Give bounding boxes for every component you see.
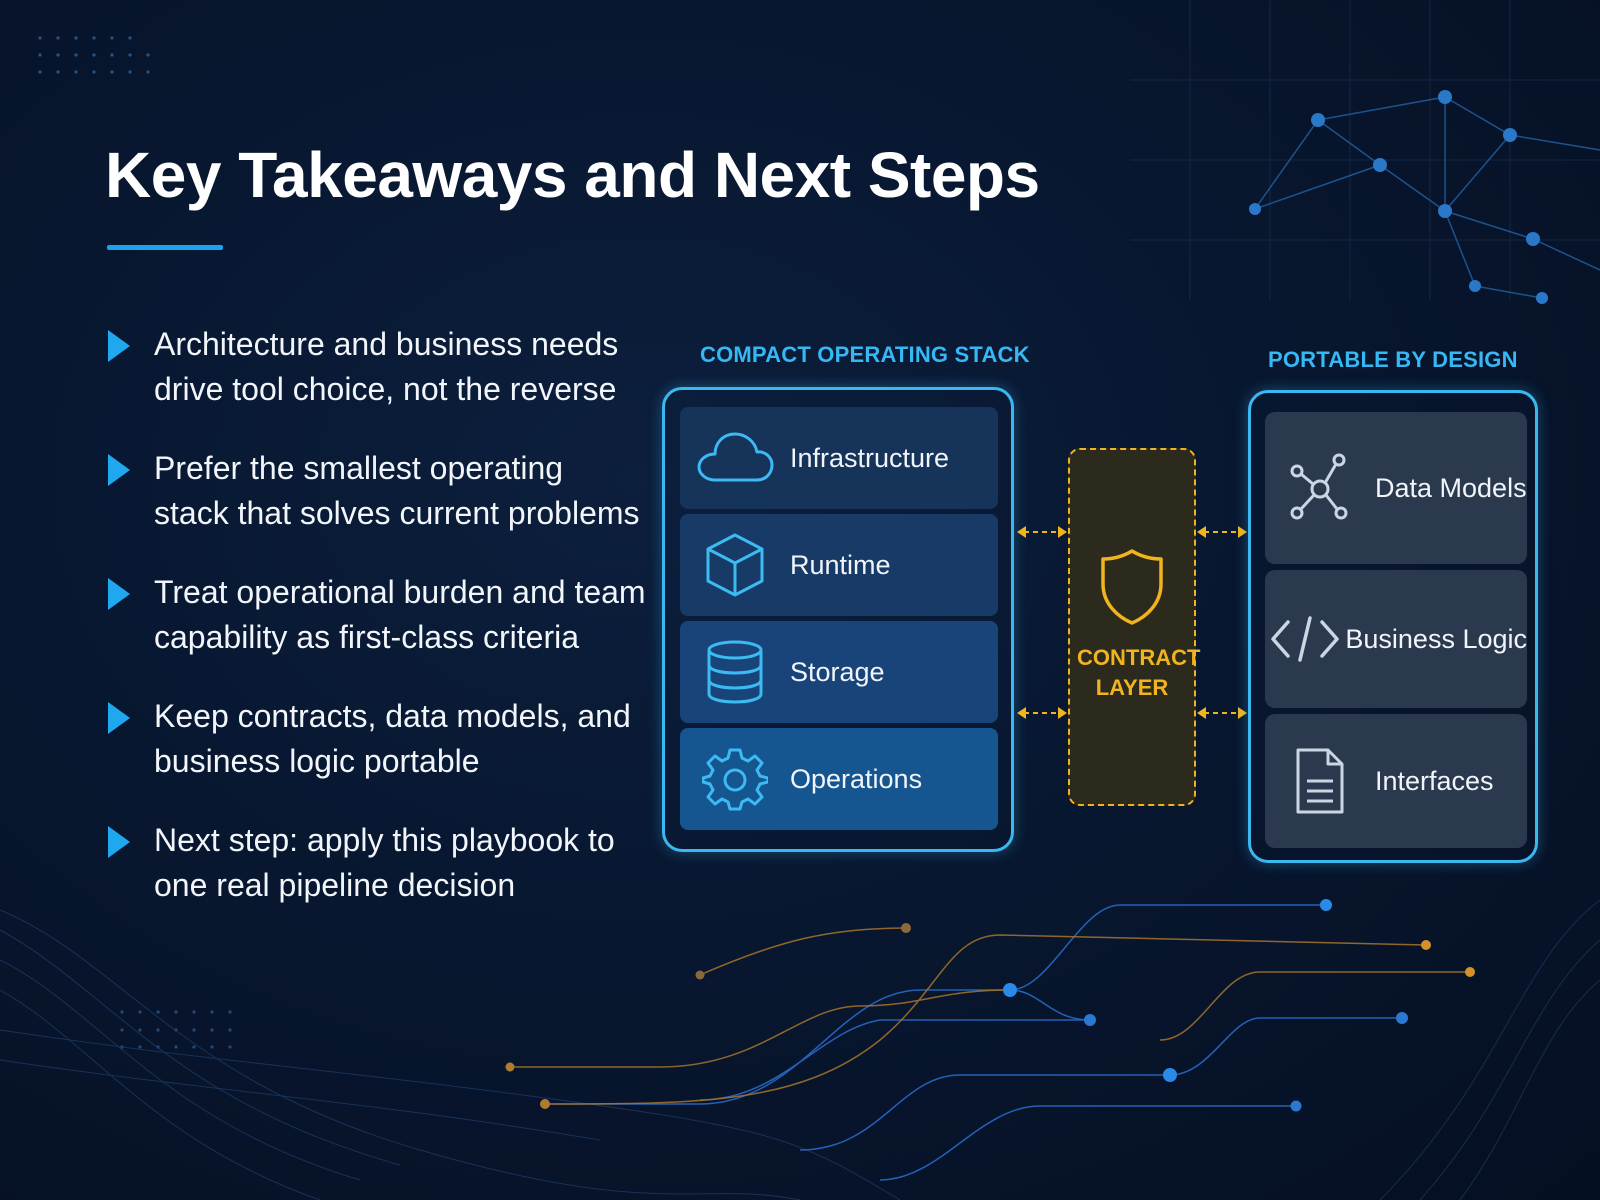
- stack-layer-label: Storage: [790, 656, 885, 687]
- contract-label-line1: CONTRACT: [1077, 645, 1201, 670]
- document-icon: [1265, 747, 1375, 815]
- portable-panel: Data Models Business Logic Interfaces: [1248, 390, 1538, 863]
- cube-icon: [680, 532, 790, 598]
- portable-item-interfaces: Interfaces: [1265, 714, 1527, 848]
- portable-item-data-models: Data Models: [1265, 412, 1527, 564]
- portable-item-label: Data Models: [1375, 472, 1527, 503]
- cloud-icon: [680, 428, 790, 488]
- portable-item-label: Business Logic: [1345, 623, 1527, 654]
- portable-item-business-logic: Business Logic: [1265, 570, 1527, 708]
- contract-layer-label: CONTRACT LAYER: [1077, 643, 1201, 703]
- takeaway-text: Prefer the smallest operating stack that…: [154, 450, 640, 531]
- contract-layer: CONTRACT LAYER: [1068, 448, 1201, 806]
- takeaway-text: Architecture and business needs drive to…: [154, 326, 619, 407]
- stack-layer-runtime: Runtime: [680, 514, 998, 616]
- contract-portable-arrow-bottom: [1197, 707, 1247, 719]
- code-brackets-icon: [1265, 614, 1345, 664]
- triangle-bullet-icon: [108, 702, 130, 734]
- stack-layer-label: Runtime: [790, 549, 891, 580]
- takeaway-text: Next step: apply this playbook to one re…: [154, 822, 615, 903]
- takeaway-item: Architecture and business needs drive to…: [106, 322, 646, 412]
- takeaways-list: Architecture and business needs drive to…: [106, 322, 646, 908]
- page-title: Key Takeaways and Next Steps: [105, 139, 1040, 211]
- stack-layer-storage: Storage: [680, 621, 998, 723]
- stack-layer-infrastructure: Infrastructure: [680, 407, 998, 509]
- takeaway-item: Prefer the smallest operating stack that…: [106, 446, 646, 536]
- triangle-bullet-icon: [108, 330, 130, 362]
- takeaway-text: Treat operational burden and team capabi…: [154, 574, 646, 655]
- triangle-bullet-icon: [108, 454, 130, 486]
- takeaway-text: Keep contracts, data models, and busines…: [154, 698, 631, 779]
- contract-label-line2: LAYER: [1095, 675, 1169, 700]
- takeaway-item: Keep contracts, data models, and busines…: [106, 694, 646, 784]
- stack-layer-label: Operations: [790, 763, 923, 794]
- stack-contract-arrow-top: [1017, 526, 1067, 538]
- portable-item-label: Interfaces: [1375, 765, 1494, 796]
- gear-icon: [680, 746, 790, 812]
- stack-layer-label: Infrastructure: [790, 442, 950, 473]
- network-nodes-icon: [1265, 453, 1375, 523]
- takeaway-item: Treat operational burden and team capabi…: [106, 570, 646, 660]
- operating-stack-panel: Infrastructure Runtime Storage: [662, 387, 1014, 852]
- stack-layer-operations: Operations: [680, 728, 998, 830]
- stack-section-label: COMPACT OPERATING STACK: [700, 342, 1030, 367]
- shield-icon: [1100, 548, 1164, 631]
- triangle-bullet-icon: [108, 578, 130, 610]
- contract-portable-arrow-top: [1197, 526, 1247, 538]
- title-underline: [107, 245, 223, 250]
- database-icon: [680, 639, 790, 705]
- triangle-bullet-icon: [108, 826, 130, 858]
- stack-contract-arrow-bottom: [1017, 707, 1067, 719]
- takeaway-item: Next step: apply this playbook to one re…: [106, 818, 646, 908]
- portable-section-label: PORTABLE BY DESIGN: [1268, 347, 1518, 372]
